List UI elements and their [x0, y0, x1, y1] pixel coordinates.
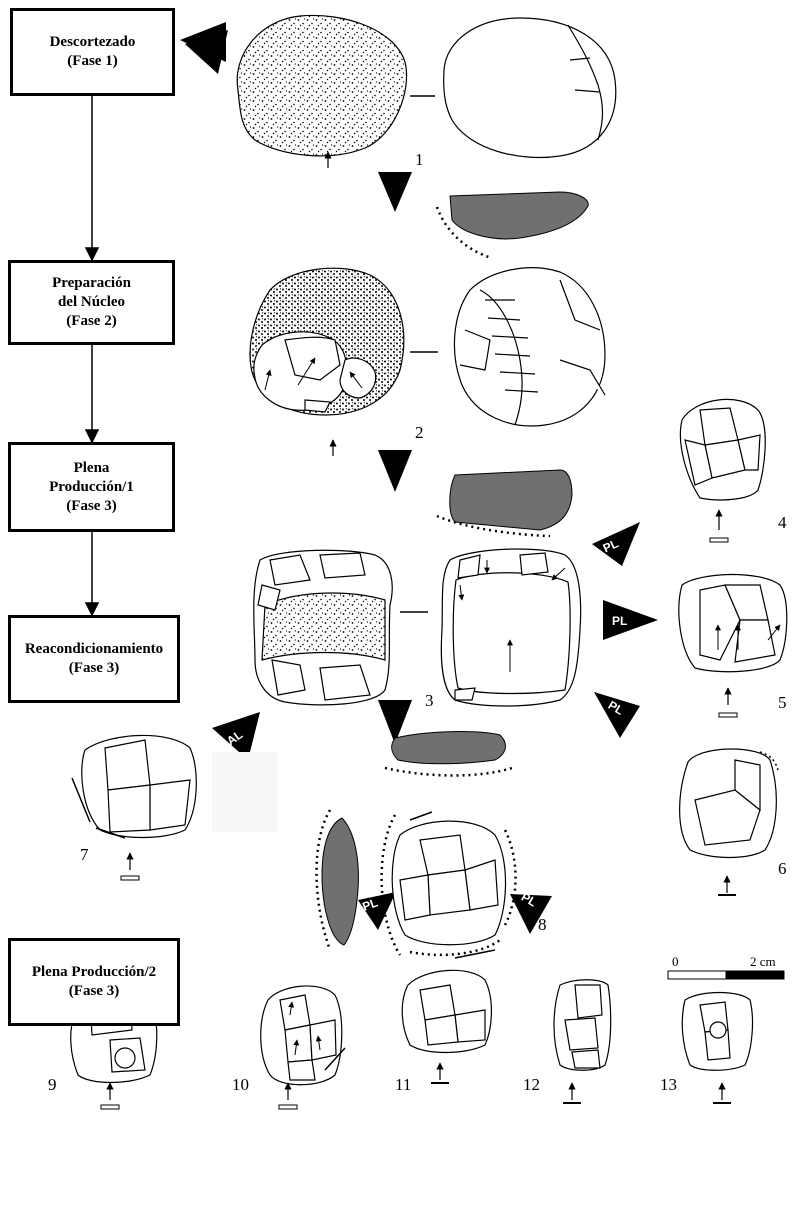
flow-arrows: [86, 95, 98, 615]
flow-arrowhead-2: [86, 430, 98, 442]
phase-2-line-2: del Núcleo: [58, 293, 125, 312]
artifact-4: [680, 399, 765, 500]
scale-bar: 0 2 cm: [668, 954, 784, 979]
figure-number-5: 5: [778, 693, 787, 712]
phase-5-line-1: Plena Producción/2: [32, 963, 156, 982]
phase-box-plena-produccion-2: Plena Producción/2 (Fase 3): [8, 938, 180, 1026]
figure-number-10: 10: [232, 1075, 249, 1094]
phase-3-line-3: (Fase 3): [66, 497, 116, 516]
artifact-2-section: [437, 470, 572, 536]
artifact-2-cortex-face: [250, 268, 404, 415]
figure-number-4: 4: [778, 513, 787, 532]
artifact-1-flaked-face: [444, 18, 616, 158]
phase-box-reacondicionamiento: Reacondicionamiento (Fase 3): [8, 615, 180, 703]
phase-box-preparacion: Preparación del Núcleo (Fase 2): [8, 260, 175, 345]
artifact-3-section: [385, 732, 512, 776]
flow-arrowhead-1: [86, 248, 98, 260]
phase-2-line-1: Preparación: [52, 274, 131, 293]
figure-number-2: 2: [415, 423, 424, 442]
figure-number-3: 3: [425, 691, 434, 710]
artifact-8-face: [392, 821, 505, 945]
figure-number-8: 8: [538, 915, 547, 934]
artifact-1-section: [437, 192, 588, 258]
figure-number-1: 1: [415, 150, 424, 169]
artifact-8-section: [317, 810, 359, 950]
artifact-13: [682, 993, 752, 1071]
artifact-10: [261, 986, 342, 1085]
artifact-5: [679, 574, 787, 671]
phase-box-plena-produccion-1: Plena Producción/1 (Fase 3): [8, 442, 175, 532]
artifact-6: [680, 749, 777, 858]
scale-end: 2 cm: [750, 954, 776, 969]
figure-number-12: 12: [523, 1075, 540, 1094]
phase-5-line-2: (Fase 3): [69, 982, 119, 1001]
figure-number-7: 7: [80, 845, 89, 864]
pl-label-11: PL: [451, 885, 466, 899]
artifact-3-cortex-face: [254, 550, 392, 705]
phase-box-descortezado: Descortezado (Fase 1): [10, 8, 175, 96]
phase-3-line-2: Producción/1: [49, 478, 134, 497]
phase-2-line-3: (Fase 2): [66, 312, 116, 331]
artifact-2-flaked-face: [454, 268, 605, 426]
direction-triangle-2: [378, 172, 412, 212]
phase-4-line-1: Reacondicionamiento: [25, 640, 163, 659]
figure-number-6: 6: [778, 859, 787, 878]
artifact-12: [554, 980, 611, 1071]
phase-3-line-1: Plena: [74, 459, 110, 478]
blank-panel: [212, 752, 278, 832]
figure-number-9: 9: [48, 1075, 57, 1094]
phase-1-line-1: Descortezado: [50, 33, 136, 52]
direction-triangle-3: [378, 450, 412, 492]
artifact-1-cortex-face: [237, 15, 406, 155]
phase-4-line-2: (Fase 3): [69, 659, 119, 678]
scale-start: 0: [672, 954, 679, 969]
figure-number-13: 13: [660, 1075, 677, 1094]
artifact-7: [82, 735, 197, 837]
pl-label-5: PL: [612, 614, 627, 628]
flow-arrowhead-3: [86, 603, 98, 615]
artifact-11: [402, 970, 491, 1052]
figure-number-11: 11: [395, 1075, 411, 1094]
phase-1-line-2: (Fase 1): [67, 52, 117, 71]
